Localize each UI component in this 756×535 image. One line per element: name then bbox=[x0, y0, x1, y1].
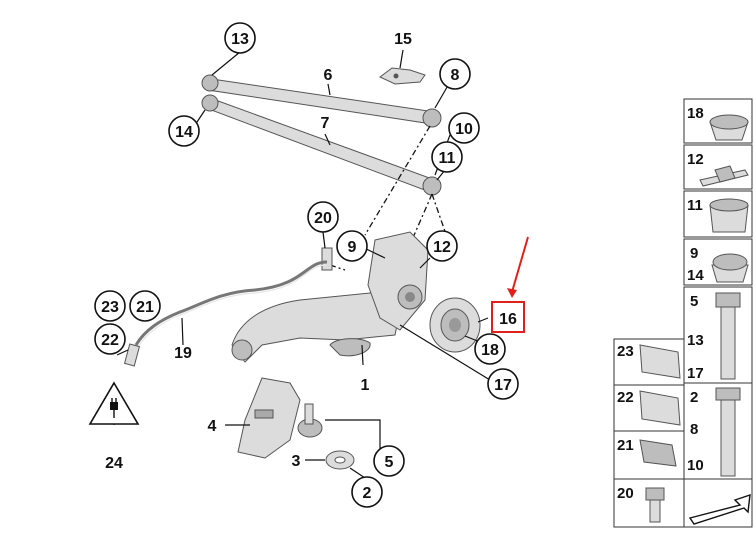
callout-18: 18 bbox=[474, 333, 506, 365]
callout-6: 6 bbox=[324, 67, 333, 84]
callout-12: 12 bbox=[426, 230, 458, 262]
svg-text:2: 2 bbox=[363, 485, 372, 502]
legend-label-17: 17 bbox=[687, 365, 704, 382]
cable-plug-22 bbox=[123, 343, 141, 367]
callout-8: 8 bbox=[439, 58, 471, 90]
legend-clip-12-icon bbox=[699, 165, 749, 187]
callout-13: 13 bbox=[224, 22, 256, 54]
svg-text:10: 10 bbox=[455, 121, 473, 138]
legend-nut-11-icon bbox=[709, 198, 749, 233]
sensor-cable-19 bbox=[134, 260, 328, 346]
legend-label-2: 2 bbox=[690, 389, 698, 406]
svg-text:20: 20 bbox=[314, 210, 332, 227]
legend-clip-23-icon bbox=[639, 344, 681, 379]
control-arm-7 bbox=[201, 94, 442, 196]
bracket-4 bbox=[237, 377, 301, 459]
callout-16-highlighted: 16 bbox=[491, 301, 525, 333]
svg-text:9: 9 bbox=[348, 239, 357, 256]
legend-label-18: 18 bbox=[687, 105, 704, 122]
washer-3 bbox=[325, 450, 355, 470]
legend-bolt-2-icon bbox=[715, 387, 741, 477]
legend-label-13: 13 bbox=[687, 332, 704, 349]
callout-20: 20 bbox=[307, 201, 339, 233]
callout-13-text: 13 bbox=[231, 31, 249, 48]
callout-9: 9 bbox=[336, 230, 368, 262]
legend-label-9: 9 bbox=[690, 245, 698, 262]
bracket-15 bbox=[379, 67, 426, 85]
legend-label-20: 20 bbox=[617, 485, 634, 502]
callout-1: 1 bbox=[361, 377, 370, 394]
legend-label-5: 5 bbox=[690, 293, 698, 310]
svg-text:11: 11 bbox=[439, 150, 456, 167]
wheel-hub-16 bbox=[429, 297, 481, 353]
svg-text:14: 14 bbox=[175, 124, 193, 141]
callout-15: 15 bbox=[394, 31, 412, 48]
legend-label-21: 21 bbox=[617, 437, 634, 454]
legend-clip-22-icon bbox=[639, 390, 681, 426]
red-arrow-icon bbox=[507, 236, 529, 298]
electrical-warning-icon bbox=[88, 381, 140, 425]
callout-23: 23 bbox=[94, 290, 126, 322]
callout-7: 7 bbox=[321, 115, 330, 132]
sensor-20 bbox=[321, 247, 333, 271]
legend-clip-21-icon bbox=[639, 439, 677, 467]
callout-10: 10 bbox=[448, 112, 480, 144]
callout-2: 2 bbox=[351, 476, 383, 508]
svg-text:8: 8 bbox=[451, 67, 460, 84]
legend-nut-9-icon bbox=[711, 253, 749, 283]
callout-22: 22 bbox=[94, 323, 126, 355]
legend-label-22: 22 bbox=[617, 389, 634, 406]
svg-text:21: 21 bbox=[136, 299, 154, 316]
callout-19: 19 bbox=[174, 345, 192, 362]
callout-17: 17 bbox=[487, 368, 519, 400]
legend-label-12: 12 bbox=[687, 151, 704, 168]
svg-text:22: 22 bbox=[101, 332, 119, 349]
callout-4: 4 bbox=[208, 418, 217, 435]
legend-label-11: 11 bbox=[687, 197, 703, 214]
callout-24: 24 bbox=[105, 455, 123, 472]
legend-arrow-icon bbox=[688, 493, 751, 525]
legend-label-8: 8 bbox=[690, 421, 698, 438]
legend-nut-18-icon bbox=[709, 114, 749, 141]
svg-text:18: 18 bbox=[481, 342, 499, 359]
legend-label-14: 14 bbox=[687, 267, 704, 284]
legend-label-10: 10 bbox=[687, 457, 704, 474]
svg-text:5: 5 bbox=[385, 454, 394, 471]
svg-text:17: 17 bbox=[494, 377, 512, 394]
callout-3: 3 bbox=[292, 453, 301, 470]
callout-11: 11 bbox=[431, 141, 463, 173]
legend-bolt-20-icon bbox=[645, 487, 665, 523]
callout-14: 14 bbox=[168, 115, 200, 147]
svg-text:16: 16 bbox=[499, 311, 517, 328]
bolt-5 bbox=[297, 403, 323, 438]
callout-21: 21 bbox=[129, 290, 161, 322]
svg-text:12: 12 bbox=[433, 239, 451, 256]
legend-label-23: 23 bbox=[617, 343, 634, 360]
legend-bolt-5-icon bbox=[715, 292, 741, 380]
svg-text:23: 23 bbox=[101, 299, 119, 316]
control-arm-6 bbox=[201, 74, 442, 128]
trailing-arm-1 bbox=[231, 291, 401, 363]
callout-5: 5 bbox=[373, 445, 405, 477]
